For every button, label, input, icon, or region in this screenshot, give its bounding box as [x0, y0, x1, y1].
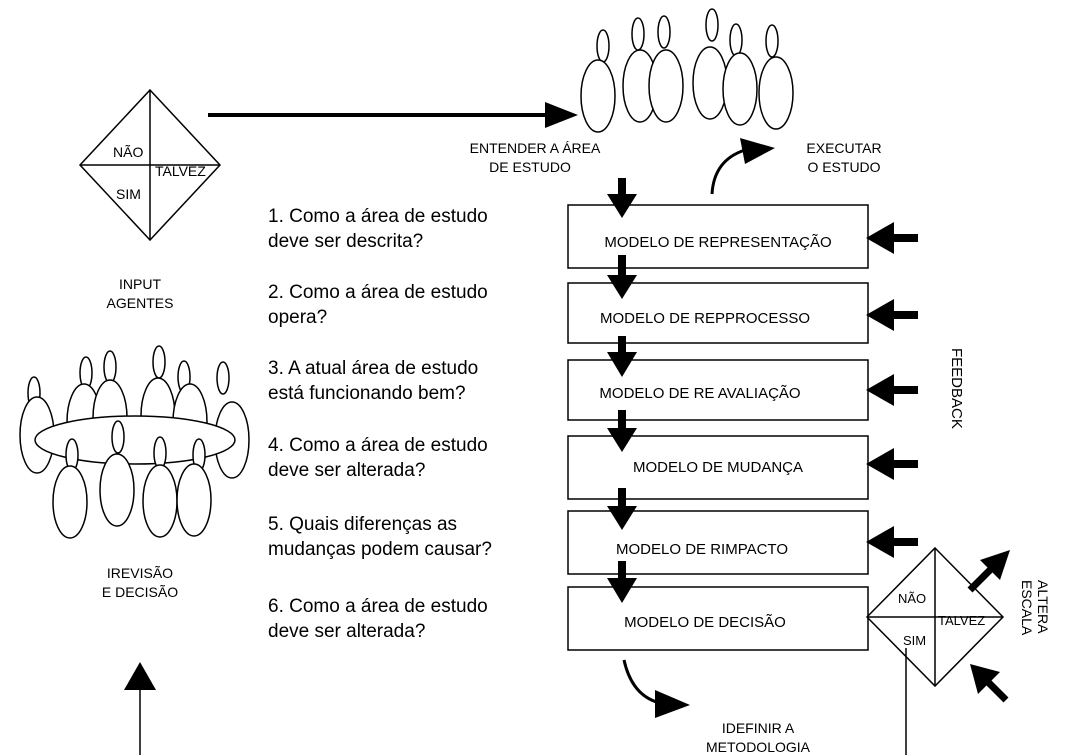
revisao-label-line2: E DECISÃO — [102, 584, 178, 600]
entender-label-line1: ENTENDER A ÁREA — [470, 140, 601, 156]
feedback-arrow-4 — [866, 448, 918, 480]
model-label-5: MODELO DE RIMPACTO — [616, 541, 788, 558]
model-label-1: MODELO DE REPRESENTAÇÃO — [604, 234, 831, 251]
revisao-up-arrow — [124, 662, 156, 755]
question-5-line1: 5. Quais diferenças as — [268, 514, 457, 535]
executar-curved-arrow — [710, 138, 775, 195]
question-4-line1: 4. Como a área de estudo — [268, 435, 488, 456]
executar-label-line2: O ESTUDO — [807, 159, 880, 175]
diamond-right-sim: SIM — [903, 633, 926, 648]
altera-out-arrow — [967, 550, 1010, 593]
people-group-top — [580, 8, 794, 133]
down-arrow-3 — [607, 410, 637, 452]
diamond-top-nao: NÃO — [113, 144, 143, 160]
definir-label-line1: IDEFINIR A — [722, 720, 795, 736]
input-to-group-arrow — [208, 102, 578, 128]
model-label-4: MODELO DE MUDANÇA — [633, 459, 803, 476]
feedback-arrow-2 — [866, 299, 918, 331]
entender-label-line2: DE ESTUDO — [489, 159, 571, 175]
feedback-arrow-3 — [866, 374, 918, 406]
feedback-label: FEEDBACK — [948, 348, 965, 429]
down-arrow-0 — [607, 178, 637, 218]
diamond-top-sim: SIM — [116, 186, 141, 202]
diamond-top-talvez: TALVEZ — [155, 163, 206, 179]
down-arrow-4 — [607, 488, 637, 530]
down-arrow-1 — [607, 255, 637, 299]
diamond-right-talvez: TALVEZ — [938, 613, 985, 628]
feedback-arrows — [866, 222, 918, 558]
down-arrow-5 — [607, 561, 637, 603]
model-label-6: MODELO DE DECISÃO — [624, 614, 786, 631]
definir-label-line2: METODOLOGIA — [706, 739, 811, 755]
down-arrow-2 — [607, 336, 637, 377]
model-label-2: MODELO DE REPPROCESSO — [600, 310, 810, 327]
question-1-line2: deve ser descrita? — [268, 231, 423, 252]
input-label-line1: INPUT — [119, 276, 161, 292]
down-arrows — [607, 178, 637, 603]
model-box-6 — [567, 586, 869, 651]
model-box-2 — [567, 282, 869, 344]
model-label-3: MODELO DE RE AVALIAÇÃO — [599, 385, 800, 402]
question-5-line2: mudanças podem causar? — [268, 539, 492, 560]
feedback-arrow-1 — [866, 222, 918, 254]
diamond-right-nao: NÃO — [898, 591, 926, 606]
question-1-line1: 1. Como a área de estudo — [268, 206, 488, 227]
definir-curved-arrow — [622, 659, 690, 718]
question-3-line1: 3. A atual área de estudo — [268, 358, 478, 379]
altera-label-line2: ESCALA — [1019, 580, 1035, 636]
question-6-line1: 6. Como a área de estudo — [268, 596, 488, 617]
decision-diamond-right: NÃO TALVEZ SIM — [865, 546, 1005, 688]
feedback-arrow-5 — [866, 526, 918, 558]
question-3-line2: está funcionando bem? — [268, 383, 466, 404]
question-2-line1: 2. Como a área de estudo — [268, 282, 488, 303]
question-4-line2: deve ser alterada? — [268, 460, 425, 481]
decision-diamond-top: NÃO TALVEZ SIM — [78, 88, 222, 242]
question-6-line2: deve ser alterada? — [268, 621, 425, 642]
input-label-line2: AGENTES — [107, 295, 174, 311]
executar-label-line1: EXECUTAR — [806, 140, 881, 156]
revisao-label-line1: IREVISÃO — [107, 565, 173, 581]
altera-label-line1: ALTERA — [1035, 580, 1051, 634]
questions: 1. Como a área de estudo deve ser descri… — [268, 206, 492, 642]
altera-in-arrow — [970, 664, 1009, 703]
people-group-meeting — [19, 345, 250, 539]
question-2-line2: opera? — [268, 307, 327, 328]
